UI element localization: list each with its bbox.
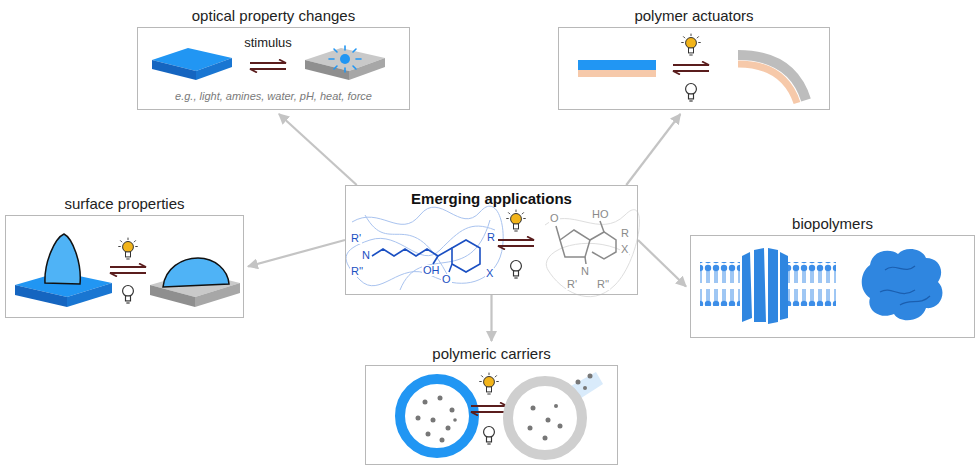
actuator-strips [578, 34, 806, 103]
spoke-arrow [279, 114, 357, 185]
structure-label: O [549, 213, 560, 224]
structure-label: HO [591, 209, 610, 220]
application-box: surface properties [5, 215, 244, 318]
box-heading: optical property changes [98, 7, 449, 24]
box-heading: surface properties [0, 195, 283, 212]
box-text: stimulus [233, 36, 303, 51]
structure-label: OH [422, 265, 441, 276]
carrier-capsules [400, 372, 603, 455]
structure-label: R' [566, 279, 578, 290]
application-box: biopolymers [690, 235, 975, 338]
spoke-arrow [626, 114, 680, 185]
spoke-arrow [638, 240, 686, 287]
structure-label: R [620, 228, 630, 239]
photoswitch-structure [346, 206, 639, 296]
diagram-title: Emerging applications [346, 190, 637, 207]
application-box: polymer actuators [558, 27, 830, 110]
box-text: e.g., light, amines, water, pH, heat, fo… [138, 90, 409, 103]
application-box: polymeric carriers [365, 365, 618, 465]
droplet-surfaces [15, 234, 240, 307]
structure-label: X [485, 268, 494, 279]
structure-label: R'' [350, 266, 364, 277]
spoke-arrow [490, 295, 492, 341]
box-heading: polymeric carriers [326, 345, 657, 362]
structure-label: X [620, 244, 629, 255]
box-heading: biopolymers [651, 215, 980, 232]
box-heading: polymer actuators [519, 7, 869, 24]
structure-label: N [361, 250, 371, 261]
spoke-arrow [248, 240, 345, 267]
structure-label: R' [350, 233, 362, 244]
structure-label: N [580, 266, 590, 277]
application-box: optical property changesstimuluse.g., li… [137, 27, 410, 110]
biopolymer-figures [700, 248, 942, 324]
structure-label: R'' [596, 279, 610, 290]
structure-label: O [441, 274, 452, 285]
optical-slabs [152, 46, 385, 80]
structure-label: R [486, 232, 496, 243]
